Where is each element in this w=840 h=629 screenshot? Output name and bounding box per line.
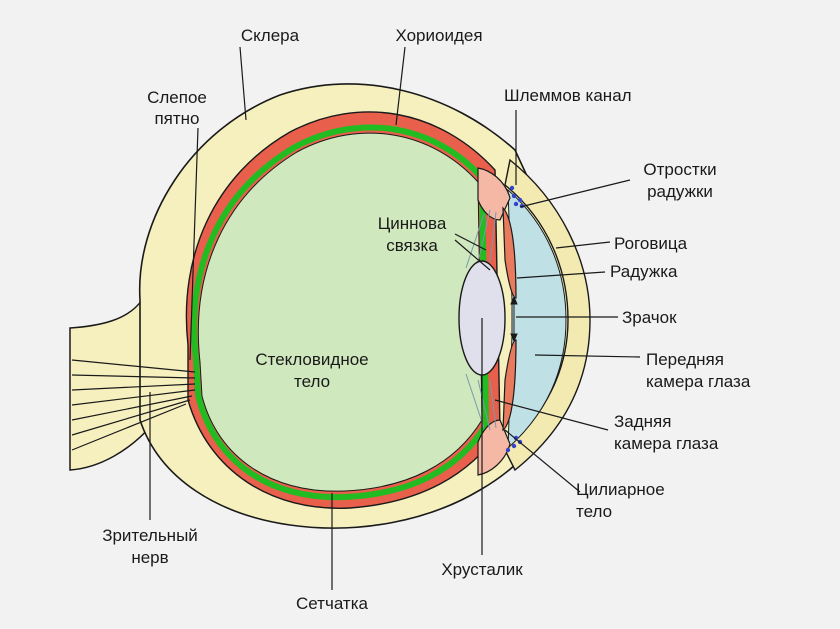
label-blind-spot-1: Слепое [147,88,207,107]
label-zonule-2: связка [386,236,438,255]
label-lens: Хрусталик [441,560,523,579]
iris-bottom [502,339,517,432]
optic-nerve-fibers [71,359,196,451]
label-posterior-chamber-2: камера глаза [614,434,719,453]
leader-lines [149,46,641,590]
cornea [504,158,591,472]
label-ciliary-body-2: тело [576,502,613,521]
label-ciliary-processes-1: Отростки [643,160,717,179]
iris-top [502,206,517,299]
label-vitreous-1: Стекловидное [255,350,369,369]
label-iris: Радужка [610,262,678,281]
label-pupil: Зрачок [622,308,677,327]
label-choroid: Хориоидея [395,26,483,45]
label-sclera: Склера [240,26,300,45]
zonule-fibers [465,209,497,431]
label-optic-nerve-1: Зрительный [102,526,198,545]
ciliary-body-bottom [477,419,511,476]
anterior-chamber [507,188,567,450]
ciliary-body-top [477,167,511,221]
label-retina: Сетчатка [296,594,368,613]
label-anterior-chamber-1: Передняя [646,350,724,369]
label-posterior-chamber-1: Задняя [614,412,672,431]
label-ciliary-body-1: Цилиарное [576,480,665,499]
label-cornea: Роговица [614,234,688,253]
pupil-marker [510,295,518,343]
label-schlemm-canal: Шлеммов канал [504,86,632,105]
label-zonule-1: Циннова [377,214,447,233]
label-ciliary-processes-2: радужки [647,182,713,201]
label-blind-spot-2: пятно [154,109,200,128]
label-optic-nerve-2: нерв [131,548,169,567]
label-vitreous-2: тело [293,372,331,391]
label-anterior-chamber-2: камера глаза [646,372,751,391]
